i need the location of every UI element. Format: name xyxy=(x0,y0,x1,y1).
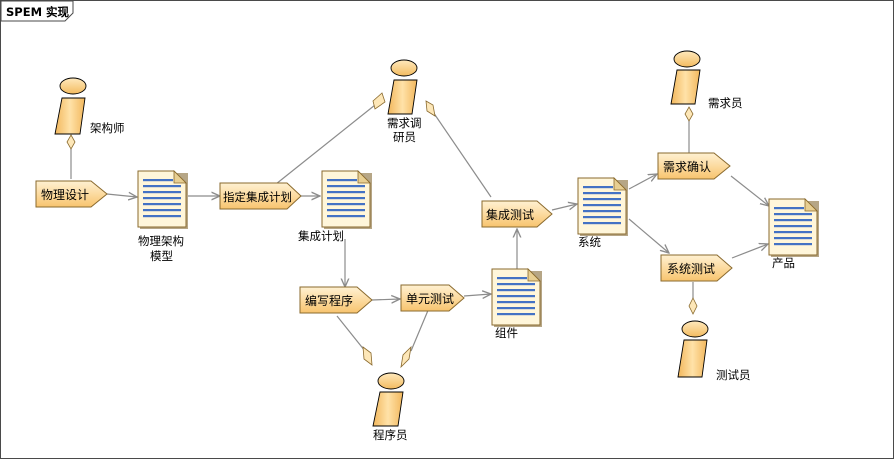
task-physical-design[interactable]: 物理设计 xyxy=(35,180,108,208)
diamond-markers xyxy=(66,92,698,369)
role-label: 需求员 xyxy=(708,96,743,110)
flow-system-to-confirm xyxy=(628,174,657,190)
artifact-label: 集成计划 xyxy=(298,229,344,243)
document-icon xyxy=(321,170,372,229)
artifact-label: 系统 xyxy=(578,235,601,249)
task-integration-test[interactable]: 集成测试 xyxy=(481,200,553,228)
task-shape xyxy=(219,182,302,210)
connector-analyst-integration xyxy=(430,108,492,198)
task-make-integration-plan[interactable]: 指定集成计划 xyxy=(219,182,302,210)
task-label: 需求确认 xyxy=(663,160,711,174)
task-unit-test[interactable]: 单元测试 xyxy=(400,284,465,312)
task-label: 集成测试 xyxy=(486,207,534,222)
role-architect[interactable]: 架构师 xyxy=(54,77,125,135)
artifact-product[interactable]: 产品 xyxy=(768,198,819,270)
role-body-icon xyxy=(372,391,404,427)
artifact-system[interactable]: 系统 xyxy=(577,177,628,249)
task-label: 指定集成计划 xyxy=(223,190,292,204)
flow-write-to-unit xyxy=(371,299,400,300)
task-requirement-confirm[interactable]: 需求确认 xyxy=(657,152,731,180)
role-head-icon xyxy=(673,50,701,68)
task-system-test[interactable]: 系统测试 xyxy=(660,254,733,282)
role-body-icon xyxy=(387,79,418,115)
artifact-physical-architecture-model[interactable]: 物理架构 模型 xyxy=(137,170,188,263)
task-shape xyxy=(657,152,731,180)
diamond-icon xyxy=(425,100,436,117)
connector-programmer-unit xyxy=(410,307,430,352)
document-icon xyxy=(491,268,542,327)
role-head-icon xyxy=(59,77,87,95)
task-write-program[interactable]: 编写程序 xyxy=(299,286,373,314)
role-body-icon xyxy=(670,69,701,105)
flow-integration-to-system xyxy=(551,204,577,211)
diamond-icon xyxy=(688,297,698,315)
artifact-label-line2: 模型 xyxy=(150,249,173,263)
diamond-icon xyxy=(400,345,412,369)
task-label: 单元测试 xyxy=(406,291,454,306)
document-icon xyxy=(137,170,188,229)
diamond-icon xyxy=(372,92,386,110)
artifact-label: 组件 xyxy=(495,326,518,340)
flow-unit-to-component xyxy=(463,294,491,296)
task-label: 系统测试 xyxy=(667,261,715,276)
connectors xyxy=(70,104,769,352)
role-head-icon xyxy=(390,59,418,77)
role-label-line2: 研员 xyxy=(393,130,416,144)
role-label: 程序员 xyxy=(373,428,408,442)
connector-analyst-plan xyxy=(270,104,376,189)
task-label: 编写程序 xyxy=(305,293,353,308)
artifact-component[interactable]: 组件 xyxy=(491,268,542,340)
artifact-label: 产品 xyxy=(772,256,795,270)
diamond-icon xyxy=(66,134,76,150)
artifact-label-line1: 物理架构 xyxy=(138,234,184,248)
task-label: 物理设计 xyxy=(41,188,89,202)
flow-systest-to-product xyxy=(731,244,768,259)
diamond-icon xyxy=(684,106,694,122)
task-shape xyxy=(660,254,733,282)
task-shape xyxy=(35,180,108,208)
diamond-icon xyxy=(362,346,373,366)
role-label: 架构师 xyxy=(90,121,125,135)
role-requirements-analyst[interactable]: 需求调 研员 xyxy=(387,59,422,144)
role-label: 测试员 xyxy=(716,368,751,382)
role-head-icon xyxy=(681,320,709,338)
task-shape xyxy=(400,284,465,312)
document-icon xyxy=(768,198,819,257)
task-shape xyxy=(299,286,373,314)
frame-title: SPEM 实现 xyxy=(6,5,70,19)
role-requirements-person[interactable]: 需求员 xyxy=(670,50,743,110)
role-body-icon xyxy=(54,97,86,135)
artifact-integration-plan[interactable]: 集成计划 xyxy=(298,170,372,243)
role-programmer[interactable]: 程序员 xyxy=(372,372,408,442)
role-head-icon xyxy=(377,372,405,390)
flow-design-to-model xyxy=(106,194,137,197)
document-icon xyxy=(577,177,628,236)
task-shape xyxy=(481,200,553,228)
frame-title-tab: SPEM 实现 xyxy=(1,1,74,22)
flow-system-to-systest xyxy=(628,218,669,253)
role-tester[interactable]: 测试员 xyxy=(677,320,751,382)
role-body-icon xyxy=(677,339,708,378)
role-label-line1: 需求调 xyxy=(387,116,422,130)
flow-confirm-to-product xyxy=(730,175,769,206)
connector-programmer-write xyxy=(336,315,366,352)
